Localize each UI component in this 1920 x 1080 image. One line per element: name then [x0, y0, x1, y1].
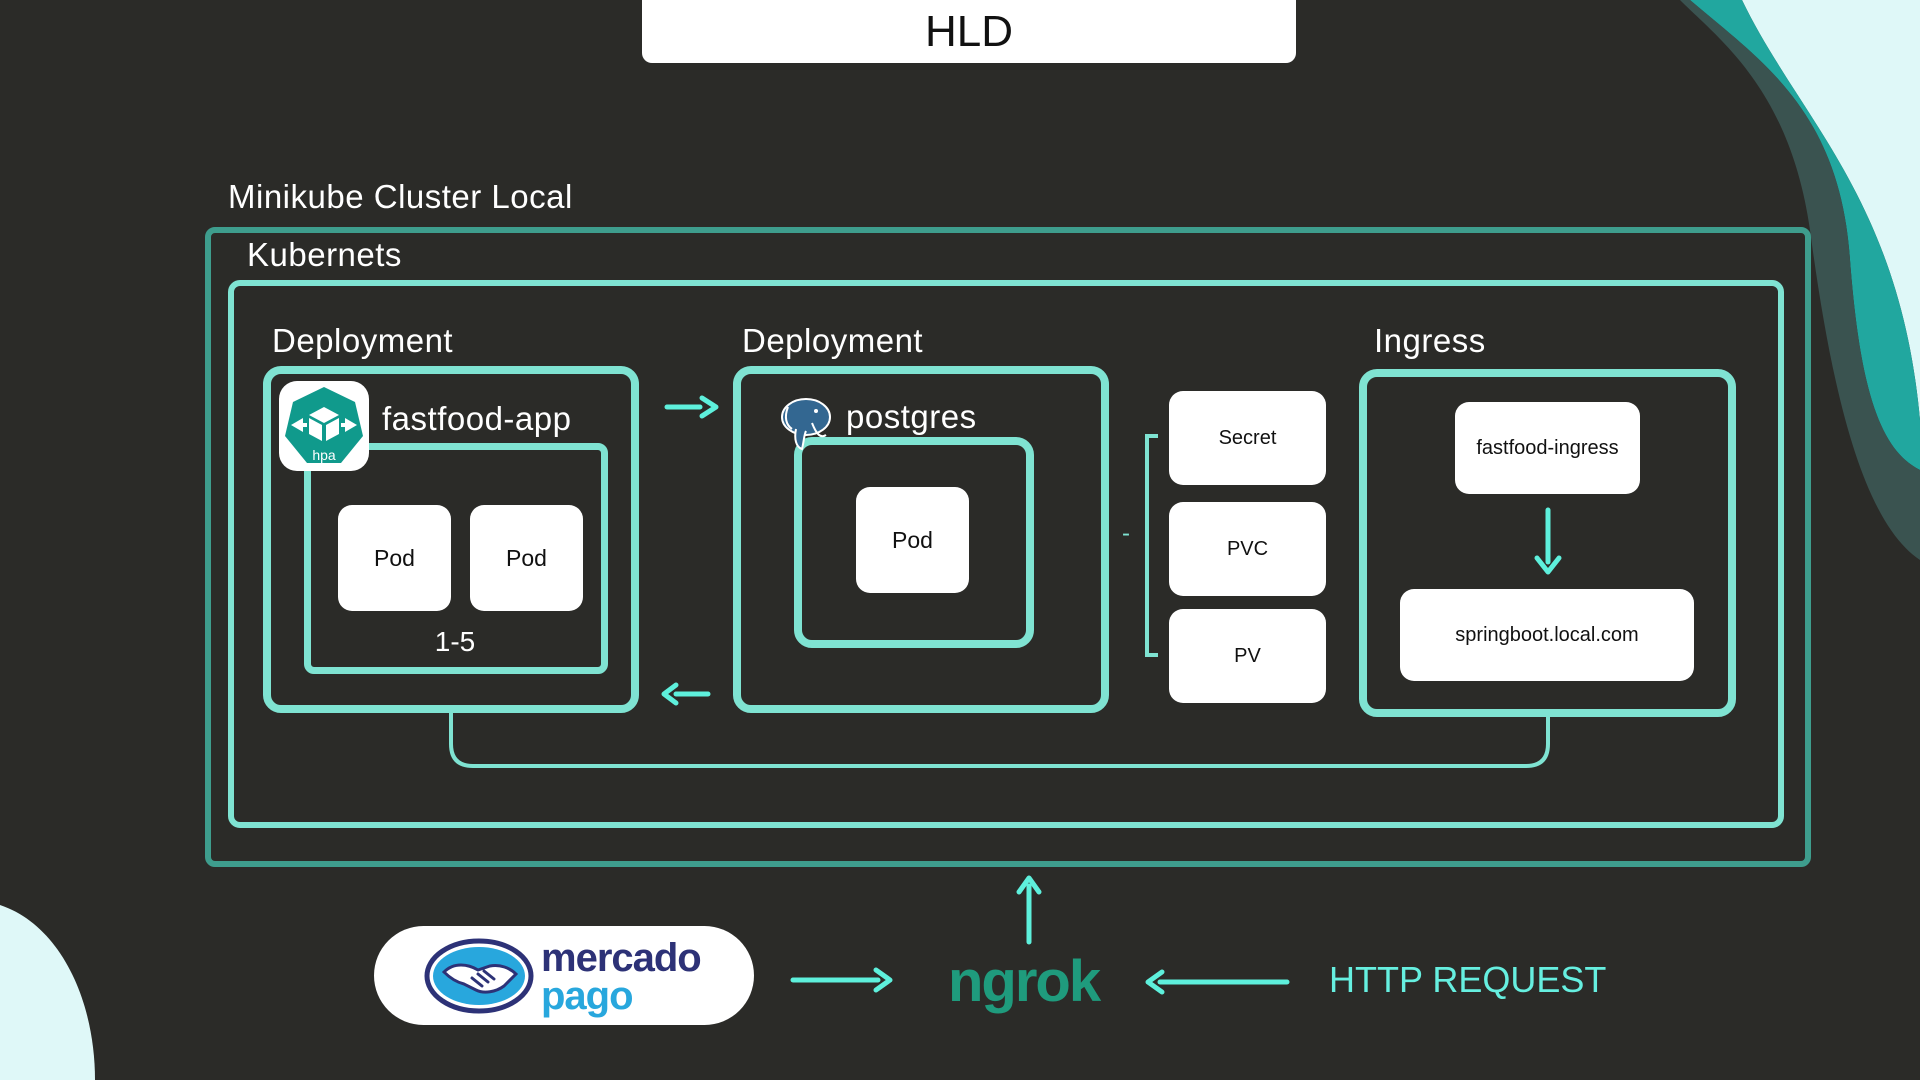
ingress-name-card: fastfood-ingress — [1455, 402, 1640, 494]
secret-card: Secret — [1169, 391, 1326, 485]
http-request-label: HTTP REQUEST — [1329, 959, 1607, 1000]
handshake-icon — [424, 938, 534, 1014]
cluster-label: Minikube Cluster Local — [228, 178, 573, 215]
app-pod-1: Pod — [338, 505, 451, 611]
db-name: postgres — [846, 398, 977, 435]
arrow-db-to-app — [661, 682, 711, 706]
mercado-pago-text-line1: mercado — [541, 936, 702, 980]
db-deployment-box — [733, 366, 1109, 713]
ingress-host-card: springboot.local.com — [1400, 589, 1694, 681]
top-right-dark-wave — [1680, 0, 1920, 560]
arrow-mercadopago-to-ngrok — [790, 967, 893, 993]
top-right-cyan-wave — [1742, 0, 1920, 420]
mercado-pago-text-line2: pago — [541, 974, 634, 1018]
cluster-box — [205, 227, 1811, 867]
page-title: HLD — [924, 6, 1014, 56]
hpa-label: hpa — [312, 447, 336, 463]
mercado-pago-logo: mercado pago — [374, 926, 754, 1025]
hpa-icon: hpa — [279, 381, 369, 471]
ngrok-logo: ngrok — [948, 949, 1101, 1014]
app-pod-2: Pod — [470, 505, 583, 611]
ingress-box — [1359, 369, 1736, 717]
app-replicaset-box — [304, 443, 608, 674]
title-card: HLD — [642, 0, 1296, 63]
storage-bracket — [1145, 434, 1158, 657]
arrow-http-to-ngrok — [1145, 969, 1290, 995]
pv-card: PV — [1169, 609, 1326, 703]
arrow-app-to-db — [664, 395, 719, 419]
pvc-card: PVC — [1169, 502, 1326, 596]
app-deployment-label: Deployment — [272, 322, 454, 359]
ingress-label: Ingress — [1374, 322, 1486, 359]
app-ingress-connector — [449, 713, 1550, 768]
postgres-elephant-icon — [781, 398, 831, 451]
kubernetes-label: Kubernets — [247, 236, 402, 273]
arrow-ngrok-to-cluster — [1016, 875, 1042, 945]
replica-range: 1-5 — [434, 626, 476, 657]
app-deployment-box — [263, 366, 639, 713]
kubernetes-box — [228, 280, 1784, 828]
storage-connector-dash: - — [1122, 520, 1130, 547]
db-pod: Pod — [856, 487, 969, 593]
db-pod-group-box — [794, 437, 1034, 648]
bottom-left-cyan-blob — [0, 905, 95, 1080]
arrow-ingress-to-host — [1534, 507, 1562, 575]
db-deployment-label: Deployment — [742, 322, 924, 359]
top-right-teal-wave — [1690, 0, 1920, 470]
app-name: fastfood-app — [382, 400, 572, 437]
